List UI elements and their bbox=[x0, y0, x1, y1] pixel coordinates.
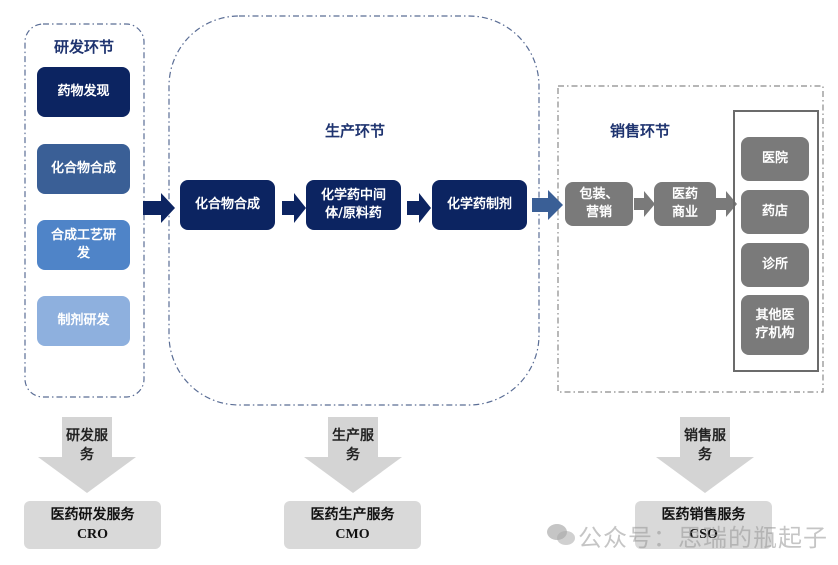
arrow-right-icon bbox=[282, 193, 306, 223]
production-step-compound-synthesis: 化合物合成 bbox=[180, 180, 275, 230]
arrow-right-icon bbox=[532, 190, 563, 220]
production-stage-title: 生产环节 bbox=[324, 122, 385, 140]
service-name: 医药销售服务 bbox=[661, 507, 746, 523]
service-abbr: CMO bbox=[335, 527, 370, 542]
outlet-other-medical-institutions: 其他医疗机构 bbox=[741, 295, 809, 355]
service-name: 医药生产服务 bbox=[310, 507, 395, 523]
down-arrow-icon bbox=[38, 417, 136, 493]
down-arrow-icon bbox=[656, 417, 754, 493]
sales-stage-title: 销售环节 bbox=[609, 122, 670, 140]
service-arrow-text: 生产服务 bbox=[332, 428, 374, 463]
service-box-cmo: 医药生产服务 CMO bbox=[284, 501, 421, 549]
service-abbr: CRO bbox=[76, 527, 109, 542]
arrow-right-icon bbox=[143, 193, 175, 223]
service-arrow-text: 销售服务 bbox=[684, 428, 726, 463]
service-arrow-label-rd: 研发服务 bbox=[62, 427, 112, 465]
arrow-right-icon bbox=[407, 193, 431, 223]
down-arrow-icon bbox=[304, 417, 402, 493]
service-arrow-text: 研发服务 bbox=[66, 428, 108, 463]
rd-step-drug-discovery: 药物发现 bbox=[37, 67, 130, 117]
arrow-right-icon bbox=[716, 191, 737, 217]
outlets-frame bbox=[733, 110, 819, 372]
sales-step-packaging-marketing: 包装、营销 bbox=[565, 182, 633, 226]
sales-step-pharma-distribution: 医药商业 bbox=[654, 182, 716, 226]
rd-step-compound-synthesis: 化合物合成 bbox=[37, 144, 130, 194]
watermark-text: 公众号：思瑞的瓶起子 bbox=[578, 524, 828, 552]
wechat-icon bbox=[546, 522, 576, 552]
service-box-cro: 医药研发服务 CRO bbox=[24, 501, 161, 549]
service-box-cso: 医药销售服务 CSO bbox=[635, 501, 772, 549]
rd-step-formulation: 制剂研发 bbox=[37, 296, 130, 346]
outlet-clinic: 诊所 bbox=[741, 243, 809, 287]
rd-step-process-development: 合成工艺研发 bbox=[37, 220, 130, 270]
rd-stage-title: 研发环节 bbox=[53, 38, 114, 56]
service-name: 医药研发服务 bbox=[50, 507, 135, 523]
sales-stage-border bbox=[557, 85, 824, 393]
production-step-intermediates-api: 化学药中间体/原料药 bbox=[306, 180, 401, 230]
service-abbr: CSO bbox=[689, 527, 718, 542]
production-step-formulation: 化学药制剂 bbox=[432, 180, 527, 230]
outlet-hospital: 医院 bbox=[741, 137, 809, 181]
outlet-pharmacy: 药店 bbox=[741, 190, 809, 234]
service-arrow-label-production: 生产服务 bbox=[328, 427, 378, 465]
service-arrow-label-sales: 销售服务 bbox=[680, 427, 730, 465]
arrow-right-icon bbox=[634, 191, 655, 217]
